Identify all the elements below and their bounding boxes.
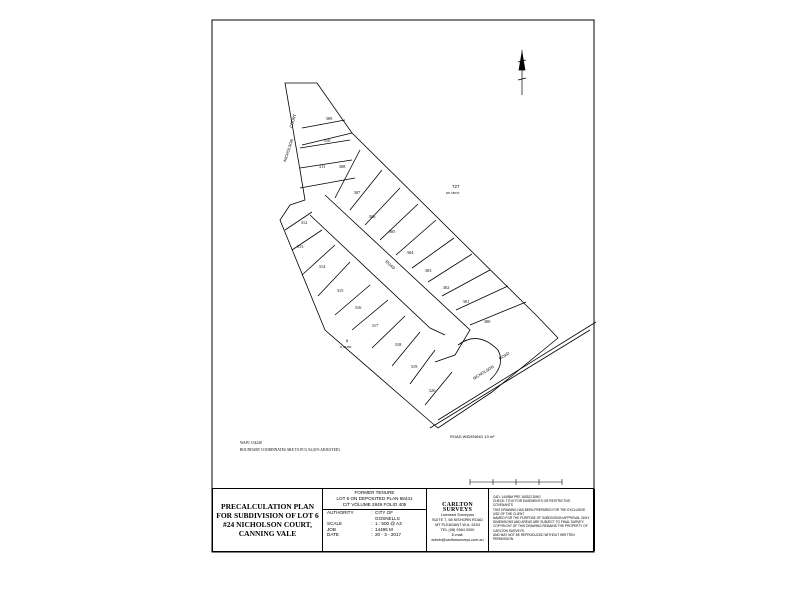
info-label: SCALE bbox=[327, 521, 343, 527]
info-value: 1 : 500 @ A3 bbox=[375, 521, 402, 527]
drawing-note: DIMENSIONS AND AREAS ARE SUBJECT TO FINA… bbox=[493, 520, 585, 525]
firm-line: SUITE 7, 58 KISHORN ROAD bbox=[431, 518, 484, 522]
former-tenure-header: FORMER TENURE LOT 6 ON DEPOSITED PLAN 68… bbox=[323, 489, 426, 510]
firm-line: Licensed Surveyors bbox=[440, 513, 475, 517]
firm-line: MT PLEASANT W.A. 6153 bbox=[435, 523, 480, 527]
lot-number: 320 bbox=[429, 388, 437, 393]
adjacent-lot-727-sub: DP 18670 bbox=[446, 191, 460, 195]
info-row-job: JOB : 14495 M bbox=[323, 527, 426, 533]
road-label-road-widening: ROAD WIDENING 13 m² bbox=[450, 434, 495, 439]
former-tenure-panel: FORMER TENURE LOT 6 ON DEPOSITED PLAN 68… bbox=[323, 489, 427, 551]
parcel-outlines bbox=[279, 82, 597, 429]
lot-number: 305 bbox=[389, 229, 397, 234]
plan-title-line: #24 NICHOLSON COURT, bbox=[223, 520, 312, 529]
firm-line: TEL (08) 9364 0000 bbox=[440, 528, 475, 532]
info-row-authority: AUTHORITY : CITY OF bbox=[323, 510, 426, 516]
adjacent-lot-8-sub: D 36450 bbox=[340, 345, 352, 349]
lot-number: 300 bbox=[484, 319, 492, 324]
plan-title-line: PRECALCULATION PLAN bbox=[221, 502, 314, 511]
adjacent-lot-727: 727 bbox=[452, 184, 460, 189]
scale-bar bbox=[469, 479, 563, 485]
lot-number: 318 bbox=[395, 342, 403, 347]
plan-title-line: FOR SUBDIVISION OF LOT 6 bbox=[216, 511, 319, 520]
lot-number: 304 bbox=[407, 250, 415, 255]
lot-number: 313 bbox=[297, 244, 305, 249]
drawing-note: NAMED FOR THE PURPOSE OF SUBDIVISION APP… bbox=[493, 516, 590, 521]
drawing-notes-panel: CAD: 14495M PRE 180322.DWG CHECK: TITLE … bbox=[489, 489, 595, 551]
note-wapc: WAPC 154248 bbox=[240, 441, 262, 445]
plan-title: PRECALCULATION PLAN FOR SUBDIVISION OF L… bbox=[213, 489, 323, 551]
lot-number: 310 bbox=[324, 138, 332, 143]
lot-number: 317 bbox=[372, 323, 380, 328]
lot-number: 309 bbox=[326, 116, 334, 121]
info-sep: : bbox=[371, 521, 373, 527]
info-row-date: DATE : 20 - 3 - 2017 bbox=[323, 532, 426, 538]
surveyor-panel: CARLTON SURVEYS Licensed Surveyors SUITE… bbox=[427, 489, 489, 551]
road-label-nicholson-road-2: ROAD bbox=[498, 350, 511, 360]
adjacent-lot-8: 8 bbox=[346, 338, 349, 343]
info-sep: : bbox=[371, 532, 373, 538]
lot-number: 303 bbox=[425, 268, 433, 273]
info-sep: : bbox=[371, 526, 373, 532]
info-sep: : bbox=[371, 510, 373, 515]
road-label-nicholson-court-2: COURT bbox=[288, 113, 297, 129]
former-tenure-heading: FORMER TENURE bbox=[354, 490, 395, 495]
info-row-authority-cont: GOSNELLS bbox=[323, 516, 426, 522]
firm-name: CARLTON SURVEYS bbox=[442, 502, 473, 513]
former-tenure-line: LOT 6 ON DEPOSITED PLAN 68441 bbox=[336, 496, 413, 501]
firm-line: E-mail: admin@carltonsurveys.com.au bbox=[431, 533, 484, 542]
lot-number: 311 bbox=[319, 164, 326, 169]
info-row-scale: SCALE : 1 : 500 @ A3 bbox=[323, 521, 426, 527]
drawing-note: CAD: 14495M PRE 180322.DWG bbox=[493, 495, 541, 499]
lot-number: 301 bbox=[463, 299, 470, 304]
plan-title-line: CANNING VALE bbox=[238, 529, 297, 538]
road-label-nicholson-court-1: NICHOLSON bbox=[282, 138, 294, 162]
drawing-border bbox=[211, 19, 595, 553]
info-value: GOSNELLS bbox=[375, 515, 400, 521]
lot-number: 306 bbox=[369, 214, 377, 219]
north-arrow-icon bbox=[517, 50, 527, 95]
drawing-note: THIS DRAWING HAS BEEN PREPARED FOR THE E… bbox=[493, 507, 586, 516]
lot-number: 316 bbox=[355, 305, 363, 310]
lot-number: 312 bbox=[301, 220, 308, 225]
title-block: PRECALCULATION PLAN FOR SUBDIVISION OF L… bbox=[212, 488, 595, 552]
road-label-road-internal: ROAD bbox=[384, 259, 396, 271]
note-boundary-coords: BOUNDARY COORDINATES ARE TO PCG 94 (UN-A… bbox=[240, 448, 340, 452]
lot-number: 319 bbox=[411, 364, 419, 369]
info-value: CITY OF bbox=[375, 510, 394, 515]
info-label: AUTHORITY bbox=[327, 510, 354, 515]
lot-number: 308 bbox=[339, 164, 347, 169]
former-tenure-line: C/T VOLUME 2849 FOLIO 405 bbox=[342, 502, 407, 507]
info-value: 14495 M bbox=[375, 526, 393, 532]
info-value: 20 - 3 - 2017 bbox=[375, 532, 402, 538]
lot-number: 314 bbox=[319, 264, 327, 269]
info-label: DATE bbox=[327, 532, 339, 538]
lot-number: 315 bbox=[337, 288, 345, 293]
drawing-note: COPYRIGHT OF THIS DRAWING REMAINS THE PR… bbox=[493, 524, 588, 533]
drawing-note: AND MAY NOT BE REPRODUCED WITHOUT WRITTE… bbox=[493, 532, 575, 542]
info-label: JOB bbox=[327, 526, 336, 532]
lot-number: 302 bbox=[443, 285, 450, 290]
drawing-note: CHECK: TITLE FOR EASEMENTS OR RESTRICTIV… bbox=[493, 499, 571, 508]
lot-number: 307 bbox=[354, 190, 362, 195]
